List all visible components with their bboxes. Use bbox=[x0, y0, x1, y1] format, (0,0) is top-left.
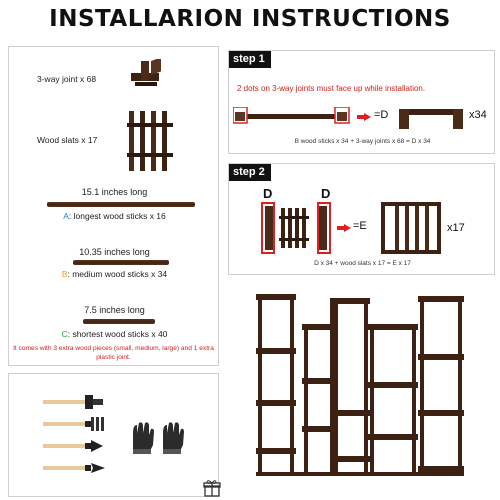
assembled-d-piece-icon bbox=[399, 109, 463, 129]
three-way-joint-icon bbox=[131, 59, 161, 86]
long-wood-stick bbox=[47, 202, 195, 207]
step2-panel: step 2 D D =E x17 D x 34 + wood slats x … bbox=[228, 163, 495, 275]
step2-arrow-icon bbox=[337, 224, 351, 232]
step2-d-right: D bbox=[321, 186, 331, 201]
shovel-icon bbox=[43, 440, 103, 452]
medium-wood-stick bbox=[73, 260, 169, 265]
step1-count: x34 bbox=[469, 109, 487, 121]
page-title: INSTALLARION INSTRUCTIONS bbox=[49, 6, 451, 32]
tools-panel bbox=[8, 373, 219, 497]
step1-formula: B wood sticks x 34 + 3-way joints x 68 =… bbox=[294, 138, 431, 145]
assembled-e-piece-icon bbox=[381, 202, 441, 254]
step1-result: =D bbox=[374, 109, 389, 121]
step2-formula: D x 34 + wood slats x 17 = E x 17 bbox=[314, 260, 411, 267]
gloves-icon bbox=[133, 422, 184, 454]
step2-d-left-highlight bbox=[261, 202, 275, 254]
hammer-icon bbox=[43, 395, 103, 409]
assembled-plant-stand-image bbox=[256, 294, 464, 476]
joint-label: 3-way joint x 68 bbox=[37, 74, 97, 84]
short-stick-length: 7.5 inches long bbox=[84, 305, 145, 315]
step2-tag: step 2 bbox=[229, 164, 271, 181]
short-wood-stick bbox=[83, 319, 155, 324]
step1-parts-figure bbox=[233, 107, 350, 124]
trowel-icon bbox=[43, 463, 105, 473]
wood-slats-icon bbox=[127, 111, 173, 171]
medium-stick-desc: B: medium wood sticks x 34 bbox=[61, 269, 168, 279]
long-stick-desc: A: longest wood sticks x 16 bbox=[63, 211, 166, 221]
step2-count: x17 bbox=[447, 222, 465, 234]
slats-label: Wood slats x 17 bbox=[37, 135, 98, 145]
short-stick-desc: C: shortest wood sticks x 40 bbox=[61, 329, 168, 339]
step1-note: 2 dots on 3-way joints must face up whil… bbox=[237, 84, 426, 93]
rake-icon bbox=[43, 417, 104, 431]
step1-panel: step 1 2 dots on 3-way joints must face … bbox=[228, 50, 495, 154]
long-stick-length: 15.1 inches long bbox=[81, 187, 148, 197]
step2-result: =E bbox=[353, 220, 367, 232]
extra-pieces-note: It comes with 3 extra wood pieces (small… bbox=[13, 345, 214, 361]
step2-parts-figure bbox=[265, 206, 327, 250]
parts-panel: 3-way joint x 68 Wood slats x 17 15.1 in… bbox=[8, 46, 219, 366]
step2-d-left: D bbox=[263, 186, 273, 201]
step2-d-right-highlight bbox=[317, 202, 331, 254]
gift-icon bbox=[203, 480, 221, 497]
step1-tag: step 1 bbox=[229, 51, 271, 68]
medium-stick-length: 10.35 inches long bbox=[79, 247, 150, 257]
step1-arrow-icon bbox=[357, 113, 371, 121]
